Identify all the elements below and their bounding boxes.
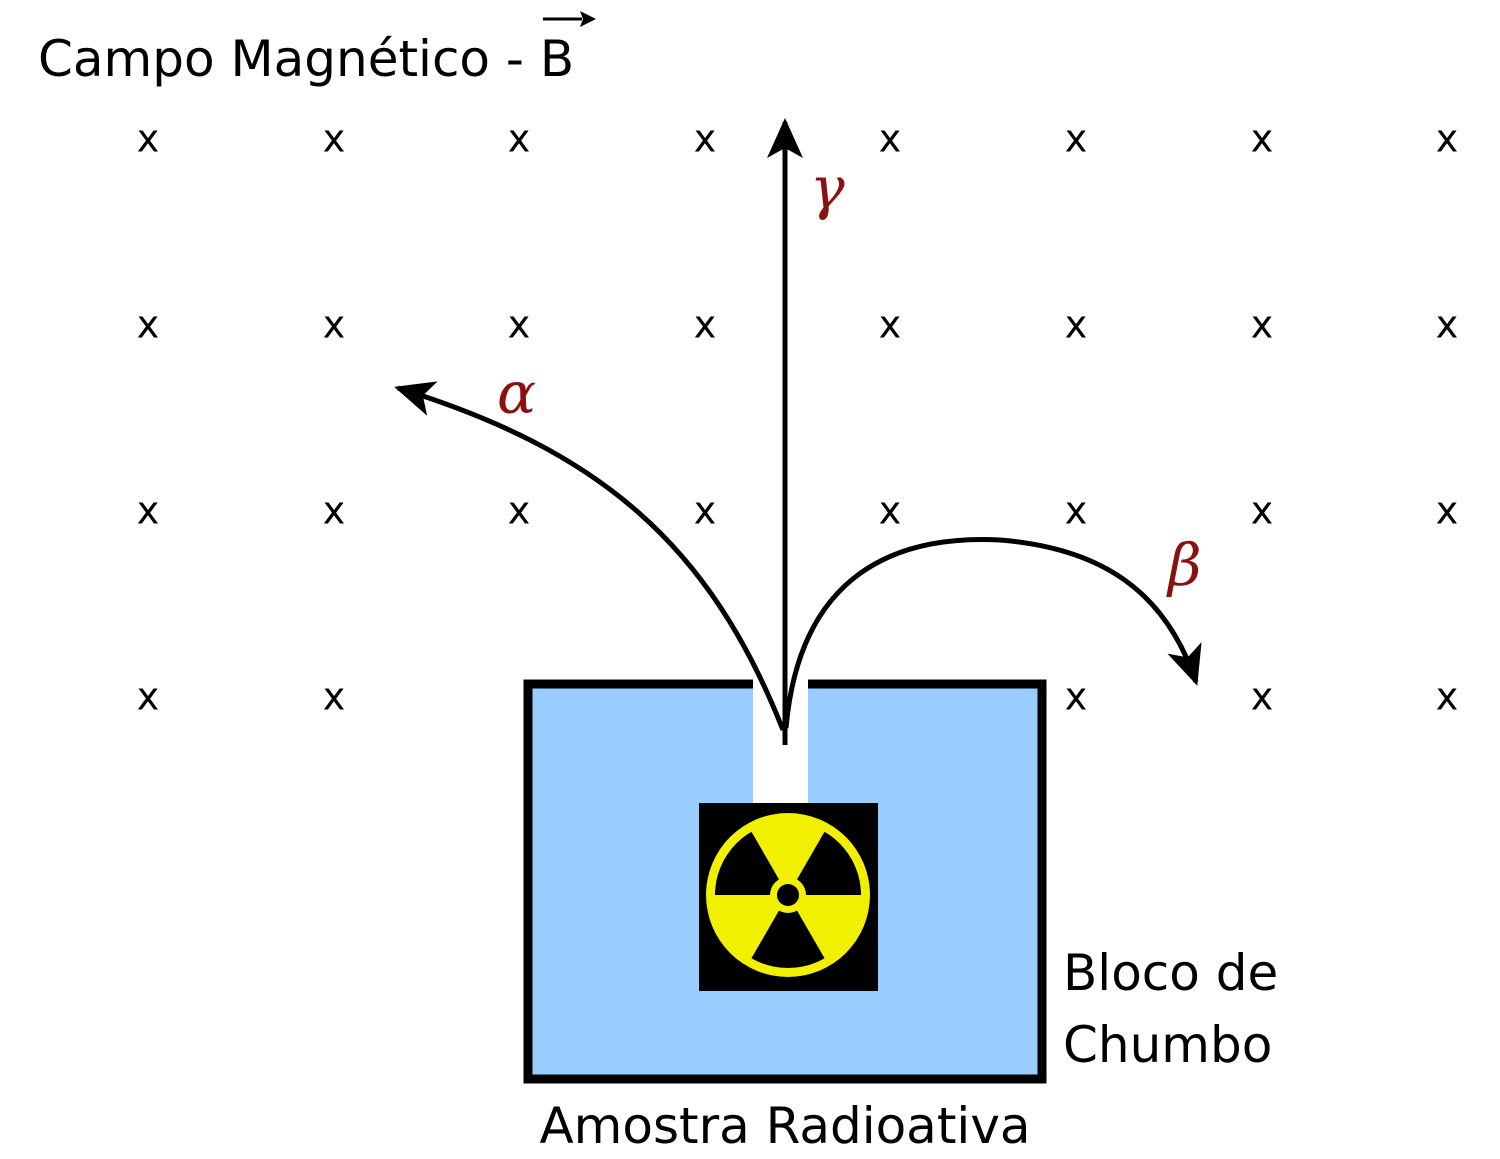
sample-label: Amostra Radioativa (539, 1097, 1030, 1155)
block-label-line1: Bloco de (1063, 944, 1278, 1002)
block-channel (753, 679, 808, 803)
beta-ray-path (783, 537, 1202, 729)
field-x-mark: x (137, 489, 160, 533)
field-x-mark: x (694, 303, 717, 347)
field-x-mark: x (694, 117, 717, 161)
field-x-mark: x (1251, 675, 1274, 719)
field-title: Campo Magnético - B (38, 30, 574, 88)
field-x-mark: x (879, 489, 902, 533)
field-x-mark: x (1436, 675, 1459, 719)
field-x-mark: x (508, 117, 531, 161)
field-x-mark: x (508, 303, 531, 347)
trefoil-gap (788, 895, 866, 963)
field-x-mark: x (1065, 489, 1088, 533)
field-x-mark: x (323, 117, 346, 161)
field-x-mark: x (1251, 303, 1274, 347)
field-x-mark: x (1065, 117, 1088, 161)
field-x-mark: x (694, 489, 717, 533)
magnetic-field-marks: x x x x x x x x x x x x x x x x x x x x x x x x x x x x x (137, 117, 1459, 719)
field-x-mark: x (1065, 675, 1088, 719)
beta-label: β (1166, 531, 1202, 599)
field-x-mark: x (879, 117, 902, 161)
field-x-mark: x (1251, 489, 1274, 533)
field-vector-symbol: B (540, 30, 574, 88)
radiation-hazard-icon (699, 803, 878, 991)
field-x-mark: x (323, 303, 346, 347)
field-x-mark: x (1436, 489, 1459, 533)
block-label-line2: Chumbo (1063, 1016, 1272, 1074)
trefoil-gap (710, 895, 788, 963)
trefoil-gap (749, 817, 827, 895)
field-x-mark: x (323, 675, 346, 719)
field-x-mark: x (508, 489, 531, 533)
gamma-label: γ (810, 154, 845, 222)
field-x-mark: x (1436, 303, 1459, 347)
field-x-mark: x (1065, 303, 1088, 347)
field-x-mark: x (323, 489, 346, 533)
field-x-mark: x (137, 675, 160, 719)
field-x-mark: x (1436, 117, 1459, 161)
field-title-text: Campo Magnético - (38, 30, 540, 88)
field-x-mark: x (137, 303, 160, 347)
field-x-mark: x (137, 117, 160, 161)
alpha-label: α (497, 359, 536, 427)
vector-arrow-icon (543, 11, 596, 27)
field-x-mark: x (1251, 117, 1274, 161)
field-x-mark: x (879, 303, 902, 347)
alpha-ray-path (394, 381, 786, 731)
